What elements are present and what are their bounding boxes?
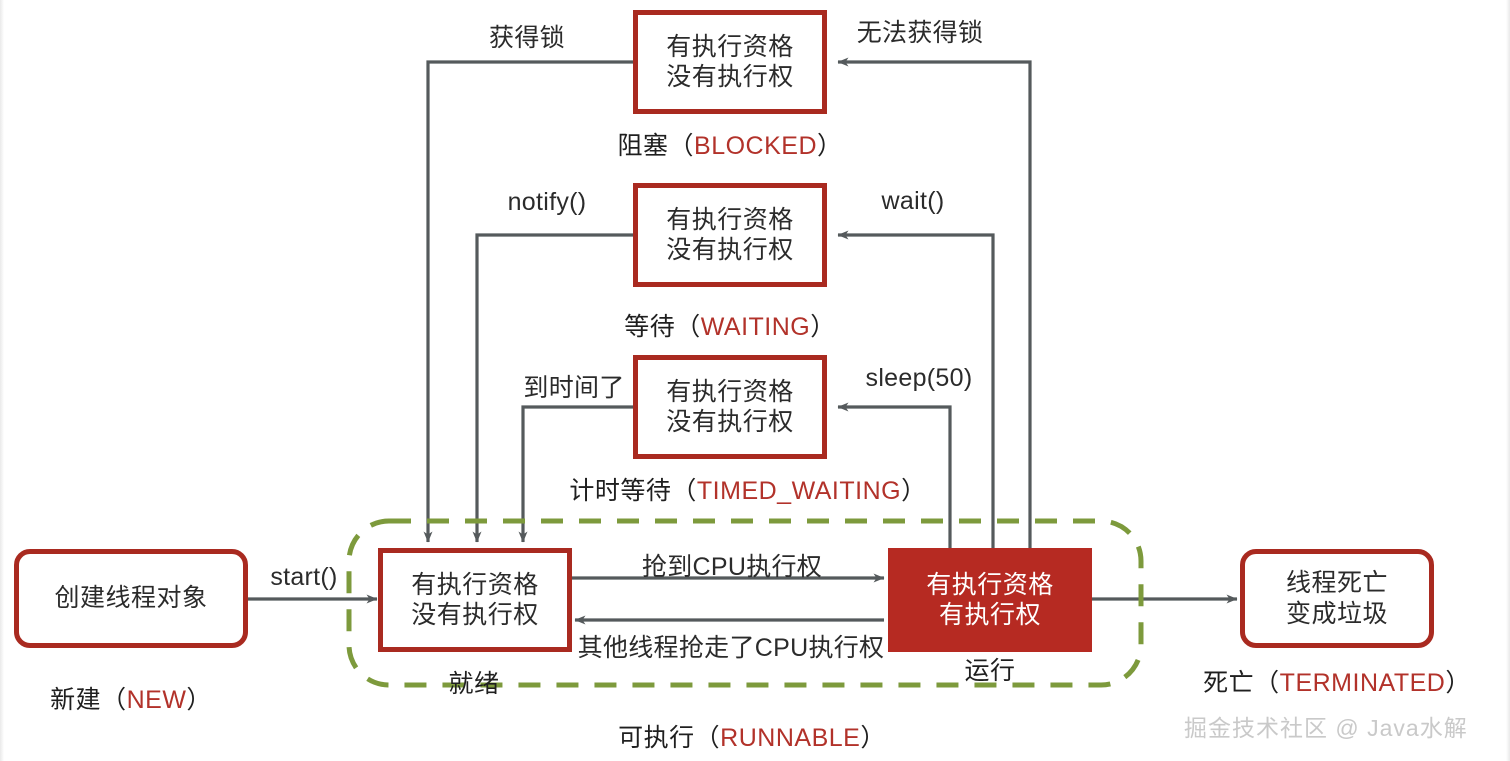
node-terminated[interactable]: 线程死亡 变成垃圾 (1240, 549, 1434, 648)
caption-runnable-close: ） (860, 724, 886, 752)
caption-terminated: 死亡（TERMINATED） (1203, 663, 1471, 699)
watermark: 掘金技术社区 @ Java水解 (1184, 715, 1468, 741)
caption-terminated-open: （ (1254, 669, 1280, 697)
node-new-line1: 创建线程对象 (54, 584, 208, 613)
node-ready-line1: 有执行资格 (411, 570, 539, 599)
node-new[interactable]: 创建线程对象 (14, 549, 248, 648)
caption-running-cn: 运行 (964, 657, 1016, 685)
node-timed-waiting[interactable]: 有执行资格 没有执行权 (633, 355, 827, 459)
caption-blocked-en: BLOCKED (694, 132, 817, 160)
edge-blocked-to-ready (423, 60, 633, 543)
node-terminated-line1: 线程死亡 (1285, 569, 1388, 597)
caption-new: 新建（NEW） (50, 680, 212, 716)
caption-new-open: （ (101, 686, 127, 714)
edge-label-acquire-lock: 获得锁 (489, 24, 565, 52)
edge-label-lost-cpu: 其他线程抢走了CPU执行权 (577, 634, 885, 662)
caption-runnable-cn: 可执行 (618, 724, 695, 752)
caption-terminated-close: ） (1445, 669, 1471, 697)
caption-new-en: NEW (126, 686, 187, 714)
node-blocked[interactable]: 有执行资格 没有执行权 (633, 10, 827, 114)
node-running-line1: 有执行资格 (926, 570, 1054, 599)
edge-label-cannot-acquire-lock: 无法获得锁 (856, 19, 984, 47)
caption-waiting-close: ） (810, 313, 836, 341)
caption-new-cn: 新建 (50, 686, 102, 714)
caption-waiting: 等待（WAITING） (624, 307, 836, 343)
caption-timed-waiting-close: ） (901, 477, 927, 505)
edge-label-start: start() (270, 563, 338, 591)
edge-label-got-cpu: 抢到CPU执行权 (641, 553, 823, 581)
node-ready[interactable]: 有执行资格 没有执行权 (378, 548, 572, 652)
caption-blocked-open: （ (668, 132, 695, 160)
caption-terminated-en: TERMINATED (1279, 669, 1446, 697)
caption-timed-waiting: 计时等待（TIMED_WAITING） (569, 471, 926, 507)
edge-label-notify: notify() (507, 188, 587, 216)
caption-running: 运行 (964, 651, 1015, 687)
caption-runnable-group: 可执行（RUNNABLE） (618, 718, 886, 754)
caption-runnable-en: RUNNABLE (720, 724, 861, 752)
caption-ready: 就绪 (448, 664, 499, 700)
caption-blocked-cn: 阻塞 (617, 132, 669, 160)
caption-blocked: 阻塞（BLOCKED） (617, 126, 842, 162)
node-ready-line2: 没有执行权 (411, 601, 539, 629)
caption-waiting-cn: 等待 (624, 313, 676, 341)
edge-running-to-waiting (837, 230, 995, 548)
node-timed-waiting-line2: 没有执行权 (666, 408, 794, 436)
caption-timed-waiting-open: （ (671, 477, 697, 505)
caption-waiting-en: WAITING (700, 313, 811, 341)
edge-label-sleep: sleep(50) (865, 364, 973, 392)
node-running-line2: 有执行权 (938, 601, 1041, 629)
edge-timedwaiting-to-ready (518, 405, 633, 543)
caption-waiting-open: （ (675, 313, 701, 341)
node-timed-waiting-line1: 有执行资格 (666, 377, 794, 406)
caption-timed-waiting-en: TIMED_WAITING (696, 477, 902, 505)
caption-timed-waiting-cn: 计时等待 (569, 477, 672, 505)
runnable-group-boundary (346, 518, 1144, 688)
node-waiting[interactable]: 有执行资格 没有执行权 (633, 183, 827, 287)
node-blocked-line2: 没有执行权 (666, 63, 794, 91)
caption-runnable-open: （ (694, 724, 721, 752)
node-waiting-line2: 没有执行权 (666, 236, 794, 264)
node-waiting-line1: 有执行资格 (666, 205, 794, 234)
node-running[interactable]: 有执行资格 有执行权 (888, 548, 1092, 652)
node-terminated-line2: 变成垃圾 (1285, 599, 1388, 628)
edge-running-to-blocked (837, 57, 1032, 548)
caption-terminated-cn: 死亡 (1203, 669, 1255, 697)
caption-blocked-close: ） (817, 132, 843, 160)
edge-waiting-to-ready (472, 233, 633, 543)
caption-ready-cn: 就绪 (448, 670, 500, 698)
edge-label-time-up: 到时间了 (523, 374, 625, 402)
node-blocked-line1: 有执行资格 (666, 32, 794, 61)
caption-new-close: ） (186, 686, 212, 714)
edge-running-to-timedwaiting (837, 402, 952, 548)
edge-label-wait: wait() (881, 187, 945, 215)
